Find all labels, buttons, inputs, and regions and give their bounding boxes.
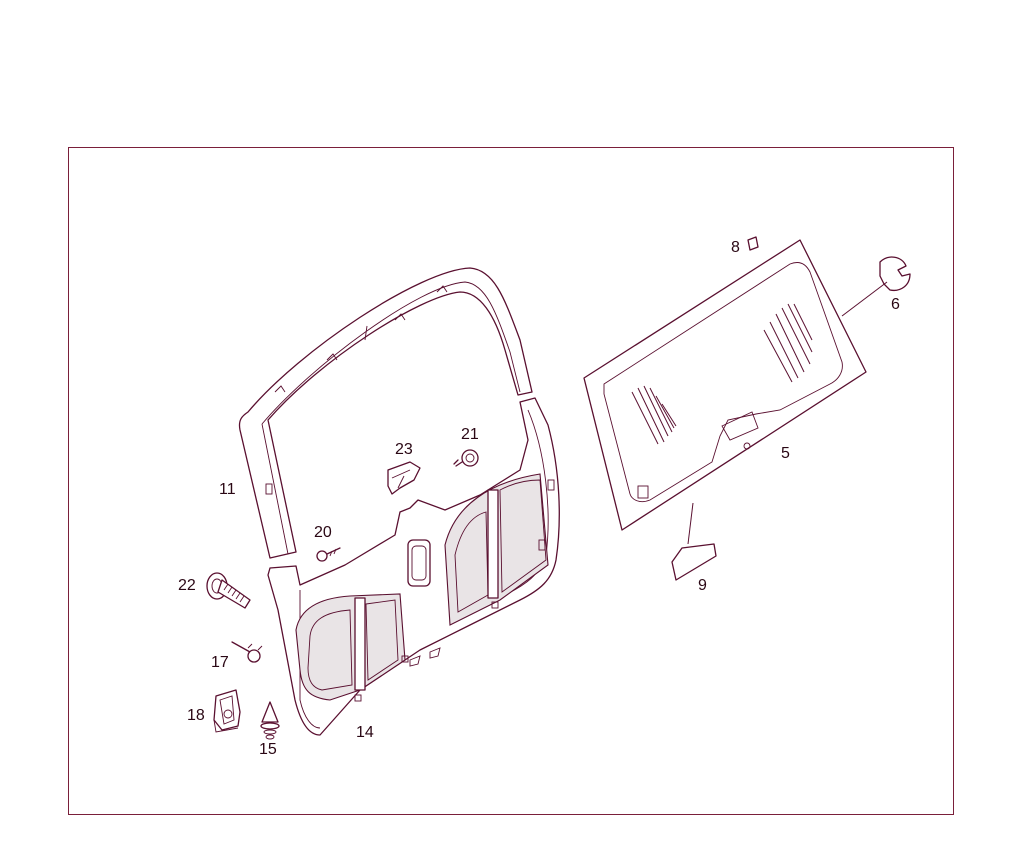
part-9-cover[interactable] <box>671 502 717 581</box>
part-22-bolt[interactable] <box>206 572 251 609</box>
part-18-spring-clip[interactable] <box>213 689 241 733</box>
part-5-rear-window[interactable] <box>583 239 867 531</box>
callout-20: 20 <box>314 524 332 541</box>
callout-18: 18 <box>187 707 205 724</box>
callout-8: 8 <box>731 239 740 256</box>
callout-23: 23 <box>395 441 413 458</box>
callout-14: 14 <box>356 724 374 741</box>
glass-reflection-right <box>763 303 813 383</box>
callout-21: 21 <box>461 426 479 443</box>
callout-17: 17 <box>211 654 229 671</box>
part-14-lower-trim-panel[interactable] <box>267 397 560 736</box>
part-8-pad[interactable] <box>747 236 759 251</box>
callout-5: 5 <box>781 445 790 462</box>
part-11-upper-trim-frame[interactable] <box>238 267 533 559</box>
callout-11: 11 <box>219 481 236 498</box>
callout-6: 6 <box>891 296 900 313</box>
part-20-screw[interactable] <box>316 547 341 562</box>
part-6-clip[interactable] <box>841 256 911 317</box>
part-15-push-rivet[interactable] <box>260 701 280 740</box>
callout-22: 22 <box>178 577 196 594</box>
part-21-clip[interactable] <box>453 449 479 467</box>
part-23-bracket[interactable] <box>387 461 421 495</box>
callout-15: 15 <box>259 741 277 758</box>
glass-reflection-left <box>631 385 677 445</box>
diagram-frame <box>68 147 954 815</box>
part-17-screw[interactable] <box>231 641 263 663</box>
callout-9: 9 <box>698 577 707 594</box>
